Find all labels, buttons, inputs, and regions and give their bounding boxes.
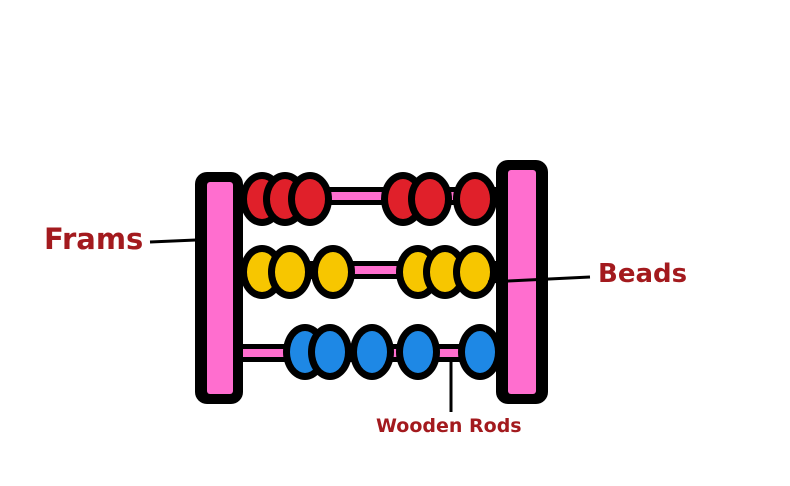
- bead: [247, 252, 277, 292]
- frame-right: [496, 160, 548, 404]
- bead: [403, 331, 433, 373]
- bead: [318, 252, 348, 292]
- frame-left: [195, 172, 243, 404]
- bead: [460, 252, 490, 292]
- wooden-rods-label: Wooden Rods: [376, 415, 522, 437]
- bead-row-yellow: [240, 245, 497, 299]
- bead: [275, 252, 305, 292]
- bead-row-blue: [283, 324, 502, 380]
- beads-leader-line: [487, 275, 591, 284]
- bead: [357, 331, 387, 373]
- bead-row-red: [240, 172, 497, 226]
- bead: [430, 252, 460, 292]
- beads-label: Beads: [598, 259, 688, 289]
- bead: [315, 331, 345, 373]
- bead: [465, 331, 495, 373]
- frames-leader-line: [149, 238, 197, 244]
- bead: [415, 179, 445, 219]
- bead: [460, 179, 490, 219]
- frames-label: Frams: [44, 222, 144, 256]
- bead: [295, 179, 325, 219]
